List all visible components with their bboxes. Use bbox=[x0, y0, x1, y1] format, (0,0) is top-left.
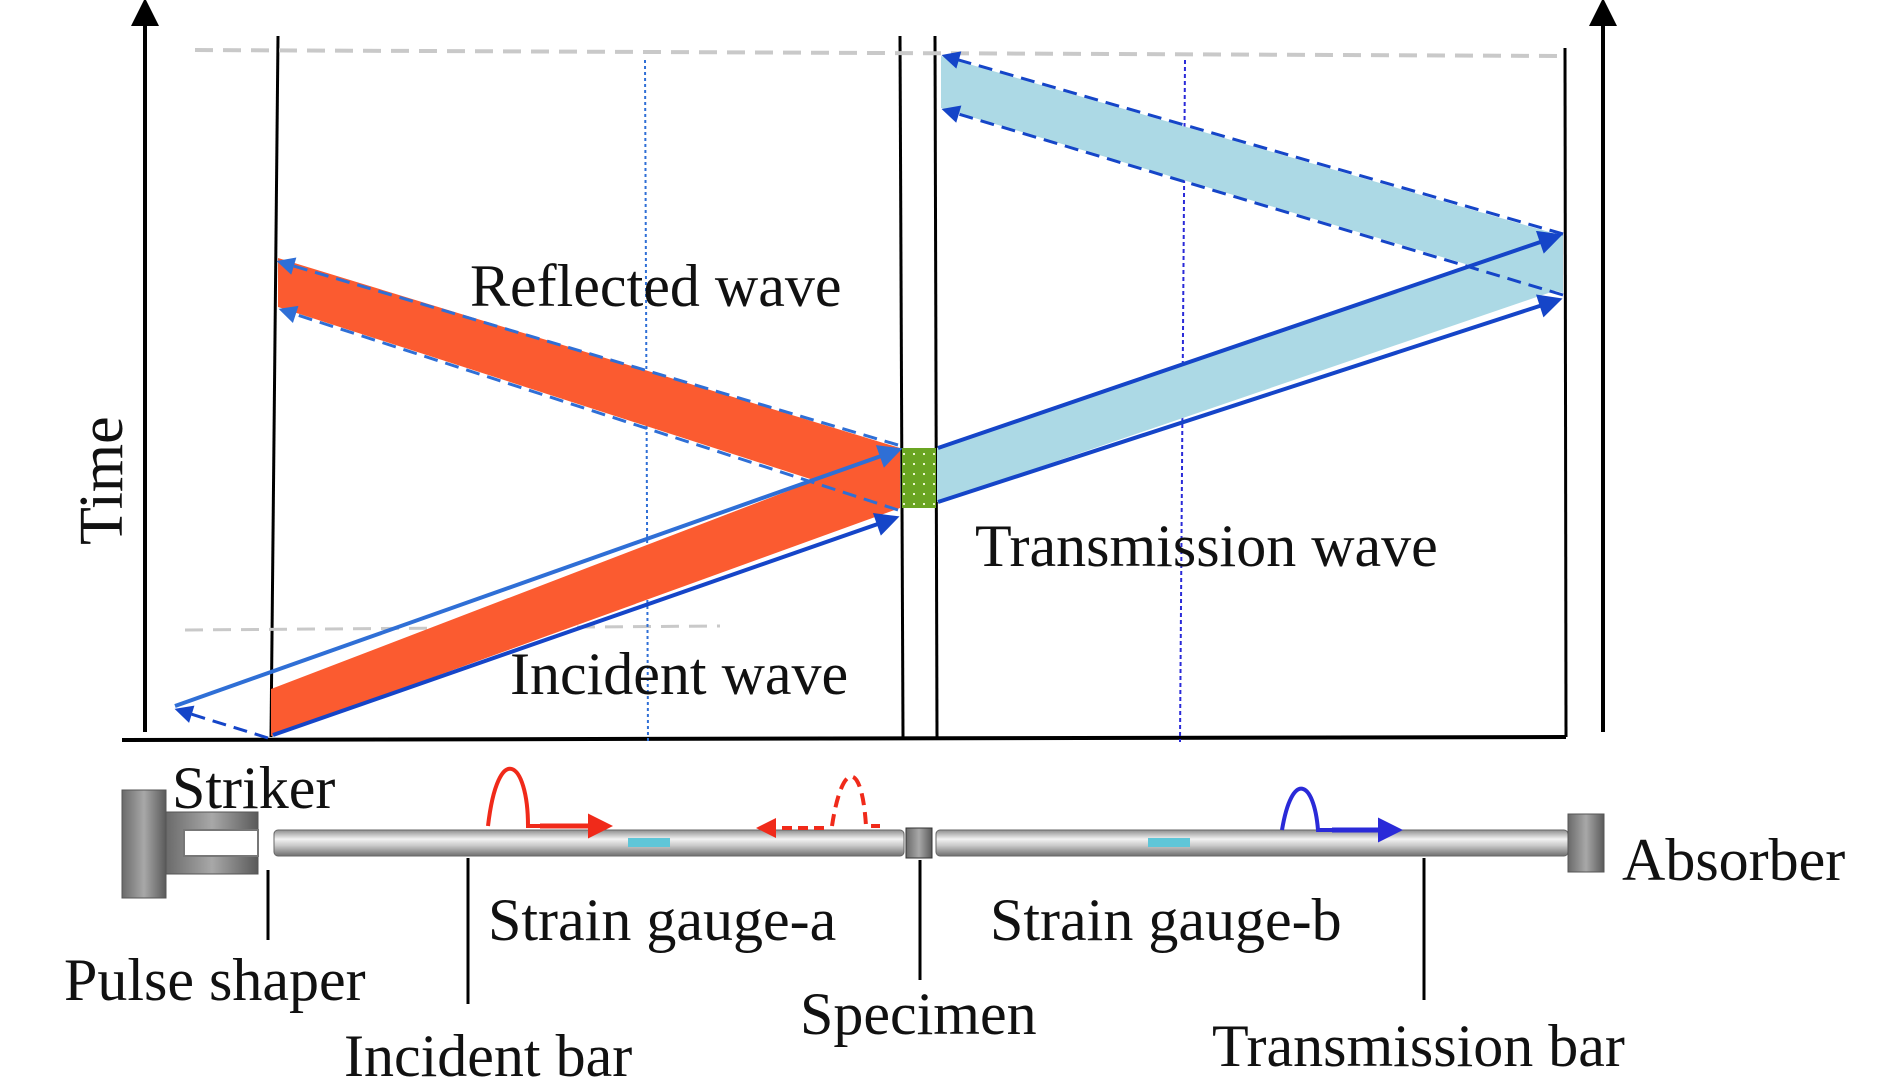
pulse-shaper-label: Pulse shaper bbox=[64, 947, 366, 1013]
baseline bbox=[121, 735, 1567, 742]
reflected-wave-band bbox=[278, 258, 900, 508]
strain-gauge-b-label: Strain gauge-b bbox=[990, 887, 1342, 953]
reflected-arrow-upper bbox=[276, 257, 899, 447]
incident-wave-band bbox=[271, 448, 900, 736]
specimen-label: Specimen bbox=[800, 981, 1037, 1047]
strain-gauge-a bbox=[628, 838, 670, 847]
transmission-wave-label: Transmission wave bbox=[975, 513, 1438, 579]
incident-pulse bbox=[486, 767, 540, 828]
reflected-pulse bbox=[830, 774, 880, 828]
incident-bar bbox=[273, 829, 905, 857]
transmission-arrow-upper bbox=[937, 230, 1563, 450]
strain-gauge-b bbox=[1148, 838, 1190, 847]
incident-wave-label: Incident wave bbox=[510, 641, 848, 707]
transmission-bar-end-line bbox=[1563, 47, 1568, 738]
striker-label: Striker bbox=[172, 755, 335, 821]
striker-end-line bbox=[269, 35, 280, 738]
transmission-bar-label: Transmission bar bbox=[1212, 1013, 1625, 1079]
striker-rod bbox=[183, 829, 259, 857]
strain-gauge-a-label: Strain gauge-a bbox=[488, 887, 836, 953]
transmitted-pulse bbox=[1280, 786, 1332, 832]
transmission-bar-start-line bbox=[933, 35, 939, 738]
absorber bbox=[1567, 813, 1605, 873]
time-axis-label: Time bbox=[68, 416, 136, 545]
reflected-arrow-lower bbox=[278, 305, 899, 512]
return-arrow-upper bbox=[941, 51, 1564, 236]
ref-line-top bbox=[194, 48, 1566, 58]
return-wave-band bbox=[941, 56, 1563, 293]
incident-bar-label: Incident bar bbox=[344, 1023, 632, 1084]
specimen-block bbox=[902, 448, 936, 508]
transmission-arrow-lower bbox=[937, 294, 1563, 504]
return-arrow-lower bbox=[941, 105, 1564, 297]
incident-arrow-lower bbox=[272, 512, 900, 737]
absorber-label: Absorber bbox=[1622, 827, 1845, 893]
reflected-wave-label: Reflected wave bbox=[470, 253, 841, 319]
transmission-bar bbox=[935, 829, 1569, 857]
incident-bar-end-line bbox=[898, 35, 905, 738]
striker-block bbox=[121, 789, 167, 899]
striker-dashed-arrow bbox=[174, 705, 269, 740]
specimen bbox=[905, 827, 933, 859]
incident-arrow-upper bbox=[174, 445, 903, 708]
transmission-wave-band bbox=[937, 234, 1563, 502]
